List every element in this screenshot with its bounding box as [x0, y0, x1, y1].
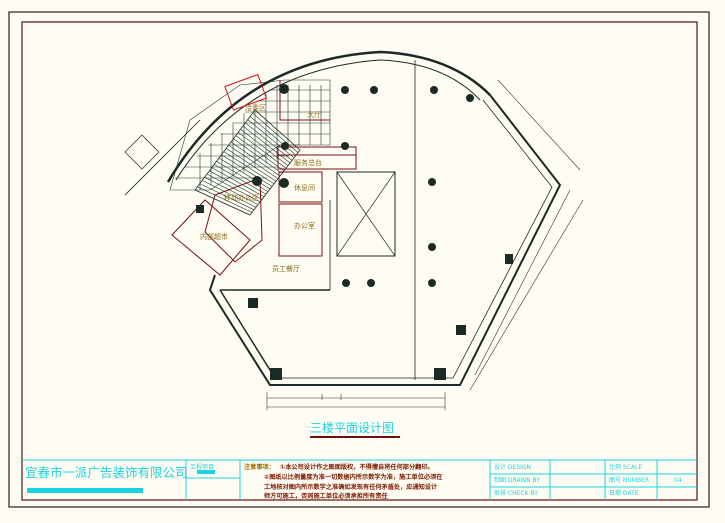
number-value: 04 — [674, 477, 682, 484]
stair-hatch-line — [211, 167, 265, 198]
room-label-internal-shop: 内部超市 — [200, 232, 228, 241]
stair-hatch-line — [230, 141, 281, 177]
inner-frame — [21, 21, 698, 501]
stair-hatch-line — [245, 122, 293, 161]
number-label: 图号 NUMBER — [609, 477, 649, 484]
room-label-lobby: 大厅 — [307, 110, 321, 119]
stair-hatch-line — [233, 138, 283, 174]
stair-hatch-line — [218, 157, 271, 190]
room-label-mobile-office: 移动办公区 — [224, 193, 259, 202]
company-name: 宜春市一派广告装饰有限公司 — [25, 465, 188, 480]
drawing-title: 三楼平面设计图 — [310, 420, 394, 435]
stair-hatch-line — [238, 132, 287, 169]
stair-hatch-line — [204, 176, 259, 205]
stair-hatch-line — [226, 148, 277, 182]
note-line-3: 工地核对图内所示数字之准确如发现有任何矛盾处，应通知设计 — [264, 483, 438, 491]
stair-hatch-line — [240, 128, 289, 166]
stair-hatch-line — [197, 186, 253, 213]
company-bar — [27, 488, 143, 493]
stair-hatch-line — [216, 160, 269, 192]
stair-hatch-line — [199, 183, 255, 211]
note-line-1: ①本公司设计作之图面版权，不得擅自将任何部分翻印。 — [280, 463, 434, 471]
room-label-lounge: 休息间 — [294, 183, 315, 192]
design-label: 设计 DESIGN — [494, 463, 531, 471]
stair-hatch-line — [235, 135, 285, 172]
outer-frame — [8, 11, 710, 508]
stair-hatch-line — [209, 170, 263, 200]
stair-hatch-line — [223, 151, 275, 185]
title-block — [22, 459, 697, 500]
project-label: 工程项目 — [190, 463, 214, 471]
room-label-office: 办公室 — [294, 221, 315, 230]
stair-hatch-line — [252, 112, 299, 153]
stair-hatch-line — [221, 154, 273, 187]
scale-label: 比例 SCALE — [609, 463, 642, 471]
check-label: 审核 CHECK BY — [494, 489, 538, 497]
stair-hatch-line — [228, 144, 279, 179]
room-label-staff-canteen: 员工餐厅 — [272, 264, 300, 273]
stair-hatch-line — [202, 180, 257, 208]
stair-hatch-line — [250, 116, 297, 156]
stair-hatch-line — [242, 125, 291, 164]
drawn-label: 制图 DRAWN BY — [494, 476, 540, 484]
stair-hatch-line — [194, 189, 251, 216]
floor-plan — [124, 50, 584, 410]
note-line-4: 师方可施工，否则施工单位必须承担所有责任 — [264, 492, 389, 500]
room-label-seating: 洽谈区 — [245, 103, 266, 112]
note-line-2: ②图纸以比例量度为准一切数据内所示数字为准，施工单位必须在 — [264, 473, 443, 481]
notes-heading: 注意事项： — [244, 463, 275, 471]
room-label-reception: 服务总台 — [294, 158, 322, 167]
stair-hatch-line — [214, 164, 267, 195]
stair-hatch-line — [247, 119, 295, 159]
date-label: 日期 DATE — [609, 489, 639, 497]
project-bar — [197, 470, 215, 474]
